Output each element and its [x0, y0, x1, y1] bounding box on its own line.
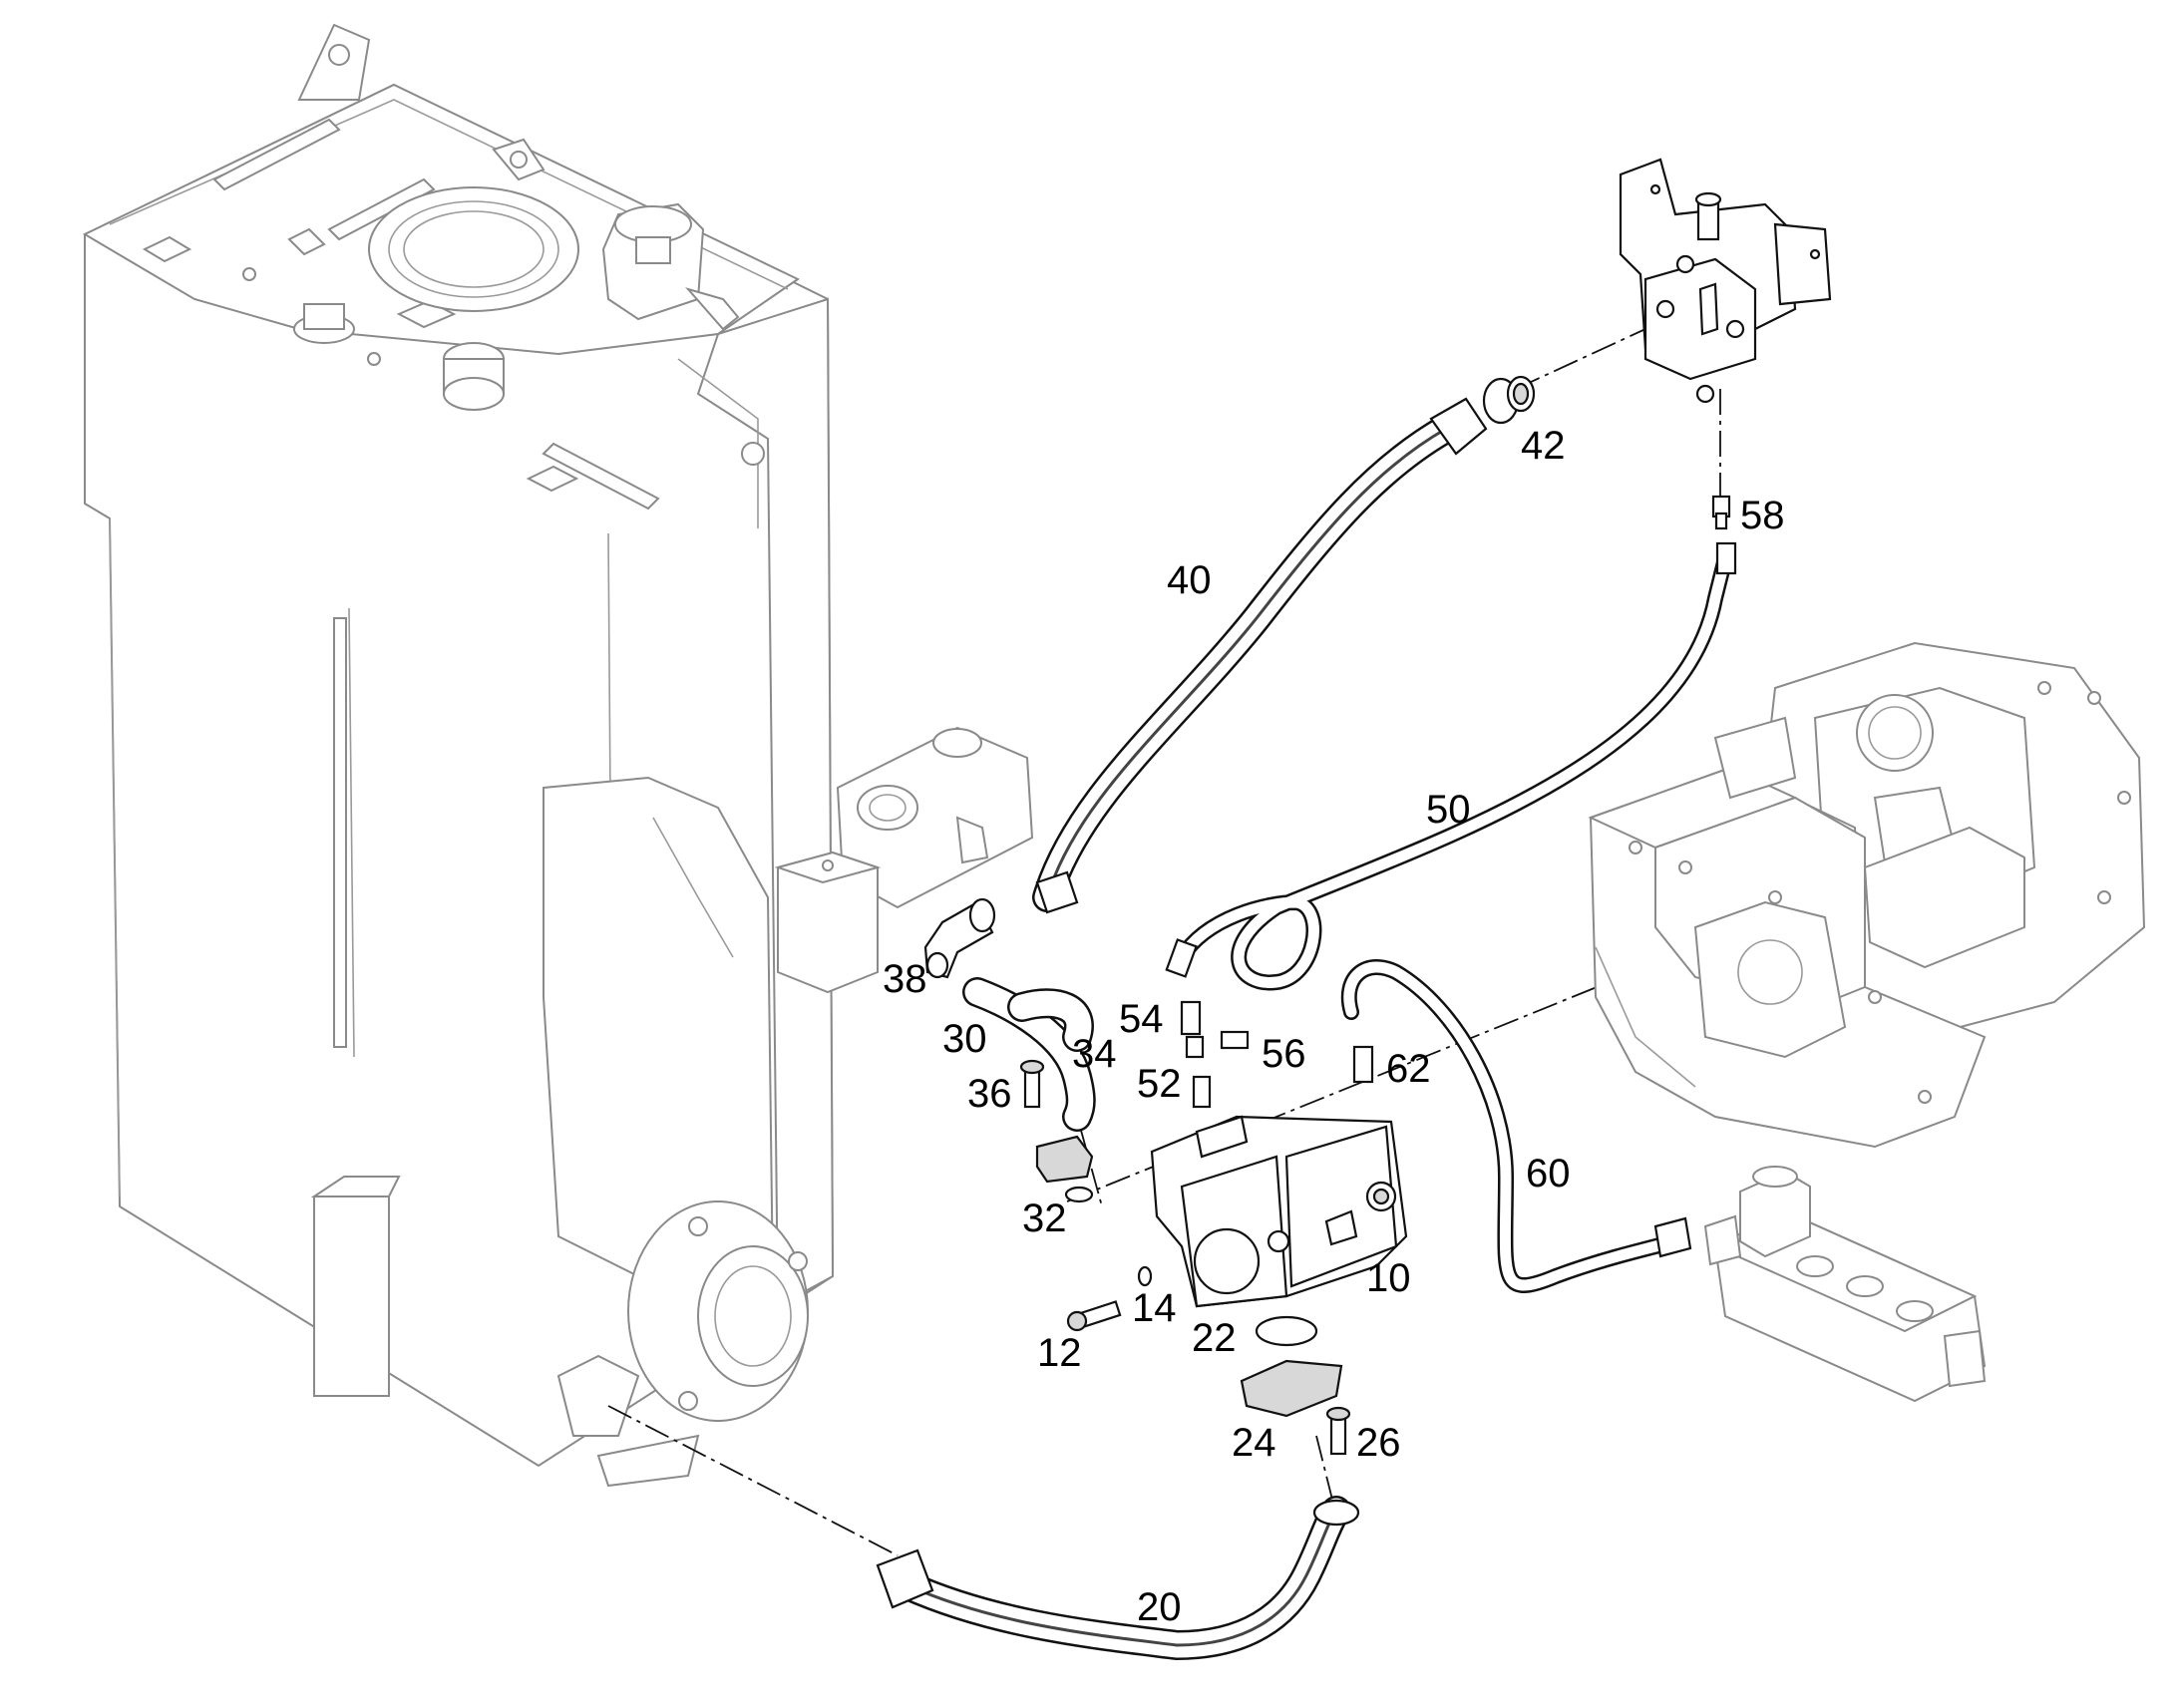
hose-50 — [1165, 541, 1737, 991]
hose-40 — [1032, 397, 1488, 914]
elbow-fitting-38 — [923, 897, 996, 979]
callout-40: 40 — [1167, 558, 1212, 602]
callout-10: 10 — [1366, 1256, 1411, 1300]
tee-fitting-54 — [1180, 1000, 1205, 1059]
bolt-12 — [1066, 1300, 1122, 1332]
callout-52: 52 — [1137, 1062, 1182, 1106]
clamp-34 — [1035, 1135, 1094, 1184]
fitting-52 — [1192, 1075, 1212, 1109]
callout-20: 20 — [1137, 1585, 1182, 1629]
suction-hose-20 — [876, 1496, 1360, 1660]
callout-54: 54 — [1119, 997, 1164, 1041]
o-ring-32 — [1064, 1186, 1094, 1203]
plug-56 — [1220, 1030, 1250, 1050]
callout-60: 60 — [1526, 1152, 1571, 1196]
main-pump-assembly — [1588, 641, 2146, 1149]
bolt-26 — [1325, 1406, 1351, 1456]
fitting-58 — [1711, 495, 1731, 530]
fitting-42 — [1482, 375, 1536, 425]
flange-24 — [1240, 1359, 1343, 1418]
bolt-36 — [1019, 1059, 1045, 1109]
callout-36: 36 — [967, 1072, 1012, 1116]
fitting-62 — [1352, 1045, 1374, 1084]
hose-60 — [1340, 959, 1692, 1293]
callout-32: 32 — [1022, 1196, 1067, 1240]
callout-24: 24 — [1232, 1421, 1276, 1465]
callout-38: 38 — [883, 957, 927, 1001]
callout-30: 30 — [942, 1017, 987, 1061]
callout-12: 12 — [1037, 1331, 1082, 1375]
callout-34: 34 — [1072, 1032, 1117, 1076]
tube-30 — [962, 977, 1096, 1132]
distribution-manifold — [1703, 1166, 1987, 1403]
o-ring-22 — [1255, 1315, 1318, 1347]
callout-14: 14 — [1132, 1286, 1177, 1330]
callout-labels: 10 12 14 20 22 24 26 30 32 34 36 38 40 4… — [883, 424, 1785, 1629]
callout-22: 22 — [1192, 1316, 1237, 1360]
washer-14 — [1137, 1265, 1153, 1287]
callout-26: 26 — [1356, 1421, 1401, 1465]
control-valve-top — [1619, 158, 1832, 404]
callout-62: 62 — [1386, 1047, 1431, 1091]
gear-pump-10 — [1150, 1115, 1408, 1308]
callout-42: 42 — [1521, 424, 1566, 468]
callout-56: 56 — [1262, 1032, 1306, 1076]
hydraulic-tank — [82, 23, 1034, 1488]
callout-50: 50 — [1426, 788, 1471, 832]
callout-58: 58 — [1740, 494, 1785, 537]
